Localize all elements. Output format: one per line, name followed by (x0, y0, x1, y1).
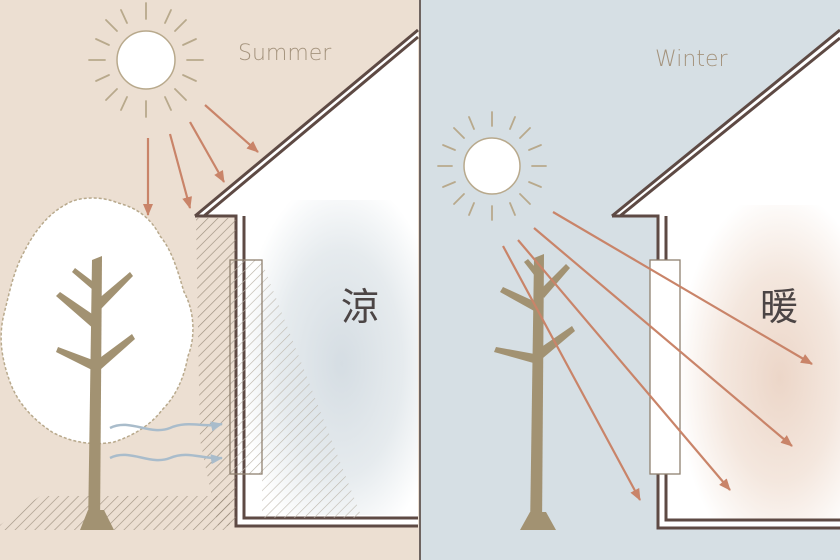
summer-window (229, 259, 263, 475)
summer-interior-label: 涼 (341, 285, 379, 329)
sunlight-arrow-icon (533, 227, 793, 447)
winter-window (649, 259, 681, 475)
sunlight-arrow-icon (502, 245, 641, 501)
winter-label: Winter (655, 47, 728, 72)
bare-tree-icon (494, 254, 575, 530)
sun-icon (88, 2, 204, 118)
summer-ground-shadow (0, 496, 230, 530)
deciduous-tree-icon (0, 197, 194, 530)
winter-sunlight-arrows (502, 211, 813, 501)
summer-panel: Summer 涼 (0, 0, 420, 560)
summer-interior-shade (262, 262, 362, 518)
winter-interior-label: 暖 (760, 285, 798, 329)
summer-sunlight-arrows (143, 104, 259, 216)
sunlight-arrow-icon (168, 133, 192, 209)
sun-icon (437, 111, 547, 221)
summer-wall-shade (196, 218, 236, 526)
sunlight-arrow-icon (189, 121, 225, 183)
sunlight-arrow-icon (204, 104, 259, 153)
sunlight-arrow-icon (517, 239, 731, 491)
summer-label: Summer (238, 41, 332, 66)
winter-house-outline (611, 28, 840, 530)
sunlight-arrow-icon (552, 211, 813, 365)
winter-panel: Winter 暖 (421, 0, 840, 560)
wind-arrow-icon (109, 421, 223, 465)
summer-house-outline (194, 28, 419, 528)
